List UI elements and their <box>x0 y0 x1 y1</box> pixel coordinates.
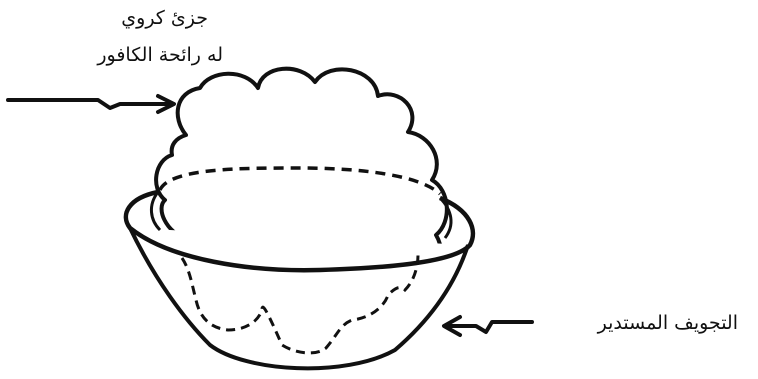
cavity-pointer-arrow-shaft <box>446 322 532 332</box>
molecule-label-line-1: جزئ كروي <box>121 9 208 28</box>
molecule-pointer-arrow-shaft <box>8 100 172 108</box>
molecule-label-line-2: له رائحة الكافور <box>97 46 223 65</box>
cavity-bowl-body <box>130 228 468 368</box>
cavity-rim-inner-left <box>151 192 160 230</box>
cavity-label: التجويف المستدير <box>598 314 738 333</box>
